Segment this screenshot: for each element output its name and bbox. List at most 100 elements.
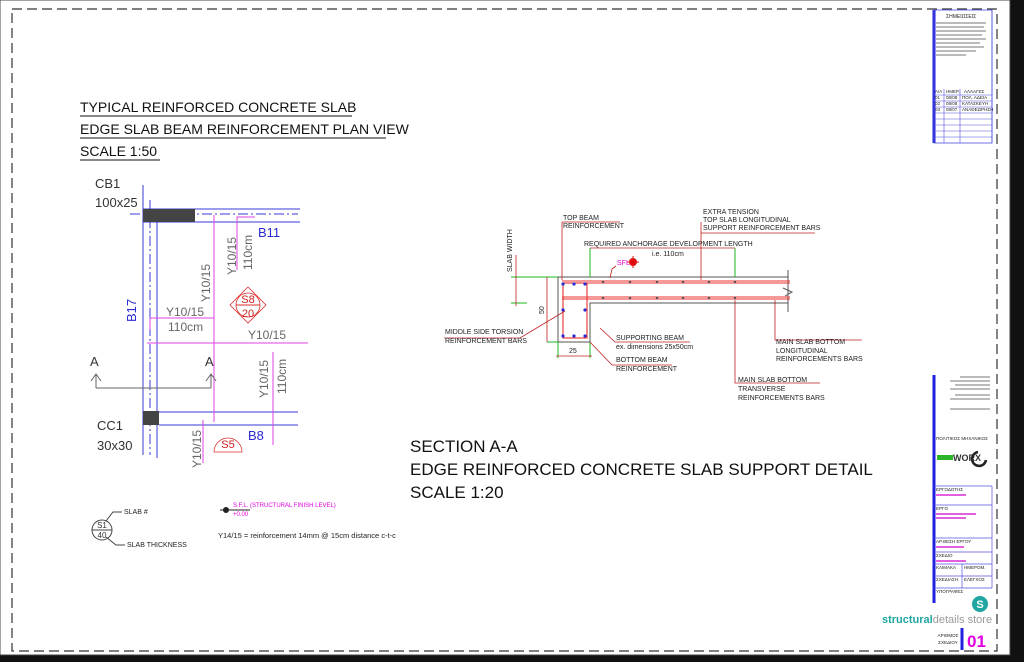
beam-b17-label: B17 (124, 299, 139, 322)
column-cb1-label: CB1 (95, 176, 120, 191)
sheet-shadow (1010, 0, 1024, 662)
sheet-number: 01 (967, 632, 986, 651)
label-sfl: SFL (617, 260, 630, 267)
label-slab-width: SLAB WIDTH (507, 229, 514, 272)
rebar-label: Y10/15 (166, 305, 204, 319)
column-cc1 (143, 411, 159, 425)
field-client: ΕΡΓΟΔΟΤΗΣ (936, 487, 963, 492)
rev-cell: 03 (935, 107, 941, 112)
slab-bar-dot (707, 296, 711, 300)
rev-header: Α/Α (935, 89, 942, 94)
field-project: ΕΡΓΟ (936, 506, 948, 511)
plan-title-scale: SCALE 1:50 (80, 143, 157, 159)
slab-bar-dot (628, 280, 632, 284)
rev-cell: ΚΑΤΑΣΚΕΥΗ (962, 101, 988, 106)
column-cb1 (143, 209, 195, 222)
sheet-label: ΣΧΕΔΙΟΥ (938, 640, 957, 645)
slab-id: S5 (221, 439, 234, 451)
title-block: ΣΗΜΕΙΩΣΕΙΣ Α/Α ΗΜΕΡ. ΑΛΛΑΓΕΣ 01 08/08 ΠΟ… (882, 9, 993, 651)
field-checked: ΕΛΕΓΧΟΣ (964, 577, 985, 582)
legend-slab-thk: 40 (98, 531, 107, 540)
field-drawing: ΣΧΕΔΙΟ (936, 553, 953, 558)
dim-height: 50 (539, 306, 546, 314)
rebar-label: Y10/15 (257, 360, 271, 398)
slab-bar-dot (733, 280, 737, 284)
label-extra-tension: EXTRA TENSION (703, 209, 759, 216)
store-brand: structuraldetails store (882, 614, 992, 626)
slab-tag-s5: S5 (213, 437, 243, 453)
label-main-trans: REINFORCEMENTS BARS (738, 395, 825, 402)
rebar-length-label: 110cm (275, 359, 289, 394)
rebar-length-label: 110cm (241, 235, 255, 270)
label-supporting-beam: SUPPORTING BEAM (616, 335, 684, 342)
legend-sfl-value: +0.00 (233, 512, 249, 518)
rev-cell: 01 (935, 95, 941, 100)
field-scale: ΚΛΙΜΑΚΑ (936, 565, 956, 570)
rev-cell: 08/08 (946, 95, 958, 100)
rebar-label: Y10/15 (190, 430, 204, 468)
label-torsion: REINFORCEMENT BARS (445, 338, 527, 345)
rebar-label: Y10/15 (199, 264, 213, 302)
legend-slab-thickness: SLAB THICKNESS (127, 542, 187, 549)
section-title-scale: SCALE 1:20 (410, 483, 504, 502)
plan-view: CB1 100x25 CC1 30x30 B11 B17 B8 Y10/15 1… (90, 176, 308, 468)
slab-bar-dot (601, 296, 605, 300)
beam-b11-label: B11 (258, 225, 280, 240)
slab-id: S8 (241, 294, 254, 306)
field-signatures: ΥΠΟΓΡΑΦΕΣ (936, 589, 963, 594)
notes-header: ΣΗΜΕΙΩΣΕΙΣ (946, 14, 976, 20)
field-drawn: ΣΧΕΔΙΑΣΗ (936, 577, 958, 582)
label-main-trans: MAIN SLAB BOTTOM (738, 377, 807, 384)
legend-rebar-note: Y14/15 = reinforcement 14mm @ 15cm dista… (218, 531, 396, 540)
sheet-shadow-bottom (0, 655, 1024, 662)
brand-logo-icon (970, 450, 988, 468)
label-supporting-beam: ex. dimensions 25x50cm (616, 344, 693, 351)
label-top-beam: TOP BEAM (563, 215, 599, 222)
slab-bar-dot (628, 296, 632, 300)
section-mark: A (205, 354, 214, 369)
slab-bar-dot (655, 296, 659, 300)
sheet-label: ΑΡΙΘΜΟΣ (938, 633, 959, 638)
dim-width: 25 (569, 348, 577, 355)
slab-tag-s8: S8 20 (229, 286, 267, 324)
svg-text:S: S (976, 599, 983, 611)
slab-bar-dot (707, 280, 711, 284)
column-cc1-size: 30x30 (97, 438, 132, 453)
section-cut-line (90, 373, 217, 389)
label-anchorage: REQUIRED ANCHORAGE DEVELOPMENT LENGTH (584, 241, 753, 248)
section-mark: A (90, 354, 99, 369)
label-bottom-beam: BOTTOM BEAM (616, 357, 668, 364)
legend-slab-no: SLAB # (124, 509, 148, 516)
legend-sfl: S.F.L. (STRUCTURAL FINISH LEVEL) (233, 503, 336, 509)
rev-cell: ΠΟΛ. ΑΔΕΙΑ (962, 95, 987, 100)
rev-header: ΑΛΛΑΓΕΣ (964, 89, 984, 94)
label-main-trans: TRANSVERSE (738, 386, 786, 393)
section-title-line2: EDGE REINFORCED CONCRETE SLAB SUPPORT DE… (410, 460, 873, 479)
rebar-lines (147, 215, 308, 463)
sheet (0, 0, 1011, 656)
label-bottom-beam: REINFORCEMENT (616, 366, 678, 373)
plan-title-line2: EDGE SLAB BEAM REINFORCEMENT PLAN VIEW (80, 121, 410, 137)
label-anchorage-length: i.e. 110cm (652, 251, 684, 258)
rebar-label: Y10/15 (225, 237, 239, 275)
rev-cell: 02 (935, 101, 941, 106)
legend: S1 40 SLAB # SLAB THICKNESS S.F.L. (STRU… (91, 503, 396, 549)
slab-thickness: 20 (242, 308, 254, 320)
engineer-header: ΠΟΛΙΤΙΚΟΣ ΜΗΧΑΝΙΚΟΣ (936, 436, 988, 441)
rev-cell: 08/08 (946, 101, 958, 106)
brand-logo: WORX (953, 453, 981, 463)
label-main-long: MAIN SLAB BOTTOM (776, 339, 845, 346)
legend-slab-id: S1 (97, 521, 107, 530)
field-date: ΗΜΕΡΟΜ. (964, 565, 986, 570)
field-project-no: ΑΡ.ΘΕΣΗ ΕΡΓΟΥ (936, 539, 971, 544)
plan-title: TYPICAL REINFORCED CONCRETE SLAB EDGE SL… (80, 99, 410, 161)
label-top-beam: REINFORCEMENT (563, 223, 625, 230)
rev-cell: ΑΝΑΘΕΩΡΗΣΗ (962, 107, 993, 112)
drawing-frame (11, 8, 998, 652)
column-cc1-label: CC1 (97, 418, 123, 433)
beam-b8-label: B8 (248, 428, 264, 443)
rebar-length-label: 110cm (168, 320, 203, 334)
slab-bar-dot (733, 296, 737, 300)
label-extra-tension: SUPPORT REINFORCEMENT BARS (703, 225, 821, 232)
label-main-long: REINFORCEMENTS BARS (776, 356, 863, 363)
